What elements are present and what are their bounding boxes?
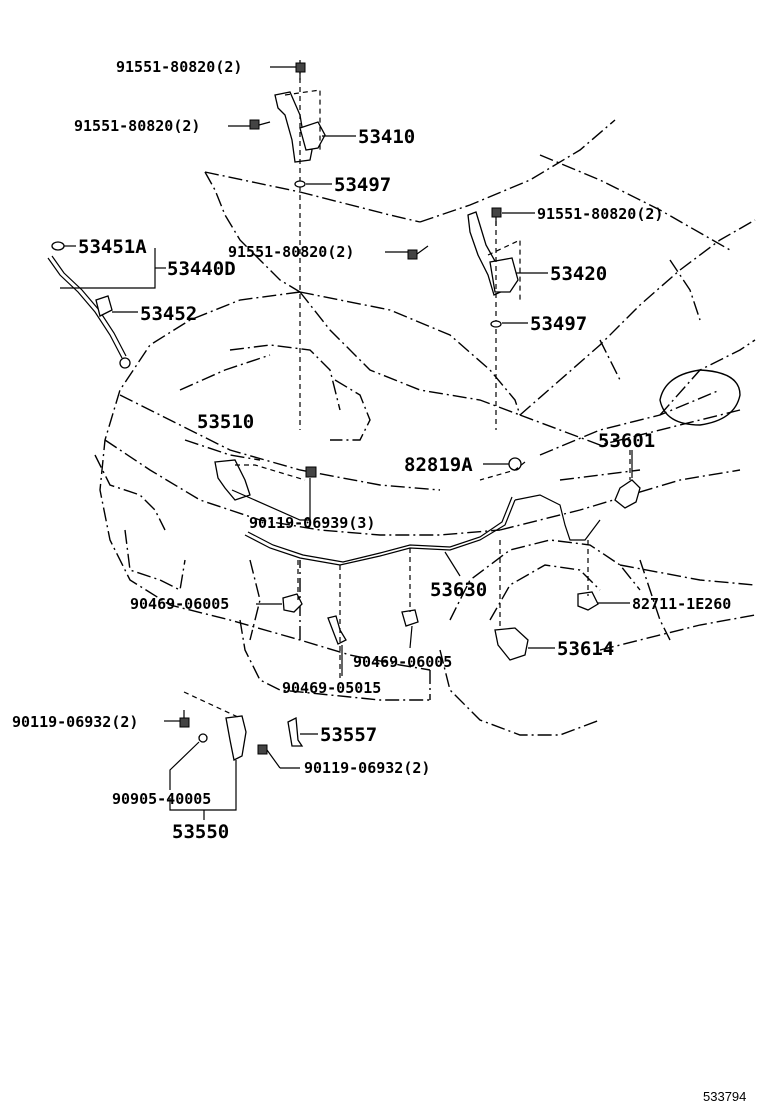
clip-90469-06005-left: [282, 593, 303, 613]
clip-90469-05015: [327, 615, 347, 645]
label-53550: 53550: [172, 821, 229, 843]
diagram-reference-number: 533794: [703, 1089, 746, 1104]
label-82819A: 82819A: [404, 454, 473, 476]
label-90905-40005: 90905-40005: [112, 790, 211, 808]
lock-53557: [287, 716, 304, 747]
leader-lines: [60, 66, 633, 820]
label-53614: 53614: [557, 638, 614, 660]
label-90119-06932-right: 90119-06932(2): [304, 759, 430, 777]
bolt-icons: [179, 62, 502, 755]
cushion-90905: [198, 733, 208, 743]
label-53440D: 53440D: [167, 258, 236, 280]
label-90469-06005-left: 90469-06005: [130, 595, 229, 613]
hood-support-rod: [47, 255, 131, 369]
hood-hinge-left: [274, 60, 326, 430]
label-53452: 53452: [140, 303, 197, 325]
bracket-53614: [494, 627, 529, 661]
label-90469-06005-right: 90469-06005: [353, 653, 452, 671]
clip-82819A: [508, 457, 522, 471]
label-91551-80820-mid: 91551-80820(2): [228, 243, 354, 261]
label-53420: 53420: [550, 263, 607, 285]
label-53557: 53557: [320, 724, 377, 746]
hood-lock-53510: [214, 459, 306, 501]
label-82711-1E260: 82711-1E260: [632, 595, 731, 613]
lock-53550: [225, 715, 247, 761]
label-53410: 53410: [358, 126, 415, 148]
washer-53497-right: [490, 320, 502, 328]
label-91551-80820-right: 91551-80820(2): [537, 205, 663, 223]
hood-hinge-right: [467, 211, 521, 430]
car-outline: [94, 119, 756, 736]
label-90469-05015: 90469-05015: [282, 679, 381, 697]
label-53497-left: 53497: [334, 174, 391, 196]
clip-82711: [577, 591, 599, 611]
label-90119-06932-left: 90119-06932(2): [12, 713, 138, 731]
release-lever-53601: [614, 479, 641, 509]
label-53630: 53630: [430, 579, 487, 601]
label-91551-80820-left: 91551-80820(2): [74, 117, 200, 135]
label-53510: 53510: [197, 411, 254, 433]
grommet-53451A: [51, 241, 65, 251]
release-cable-53630: [244, 494, 601, 566]
label-53601: 53601: [598, 430, 655, 452]
washer-53497-left: [294, 180, 306, 188]
label-90119-06939: 90119-06939(3): [249, 514, 375, 532]
clip-90469-06005-right: [401, 609, 419, 627]
label-53451A: 53451A: [78, 236, 147, 258]
label-53497-right: 53497: [530, 313, 587, 335]
label-91551-80820-top: 91551-80820(2): [116, 58, 242, 76]
